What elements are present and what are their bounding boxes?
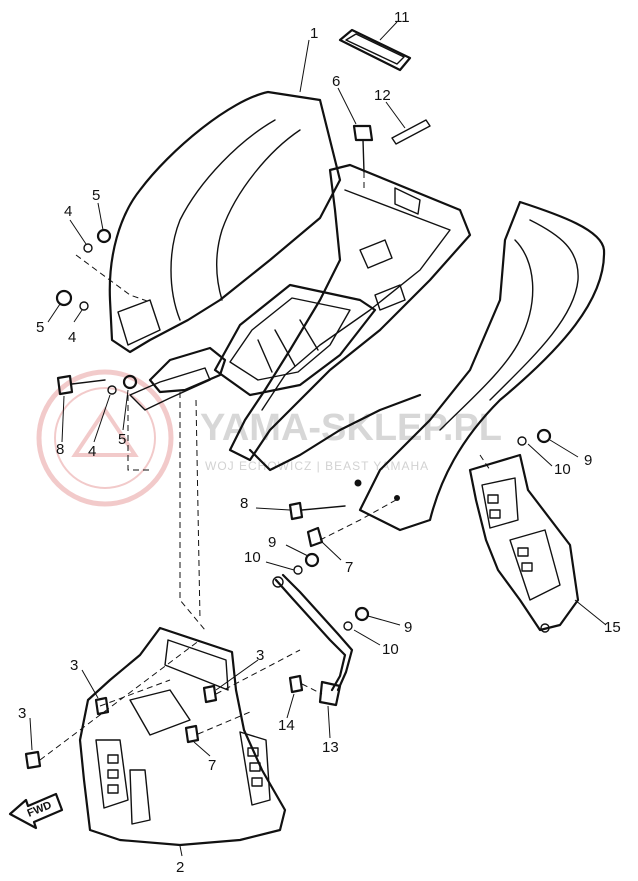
washer-10a <box>293 565 303 575</box>
bolt-7b <box>184 724 200 744</box>
nut-5c <box>122 374 138 390</box>
fwd-direction-arrow: FWD <box>8 792 64 830</box>
part-1-rear-fender <box>108 90 606 532</box>
bolt-3c <box>24 750 42 770</box>
callout-9a: 9 <box>584 452 592 469</box>
alignment-lines <box>39 172 491 761</box>
callout-4a: 4 <box>64 203 72 220</box>
callout-4b: 4 <box>68 329 76 346</box>
callout-10c: 10 <box>382 641 399 658</box>
callout-10a: 10 <box>554 461 571 478</box>
mount-hole <box>394 495 400 501</box>
washer-4a <box>83 243 93 253</box>
nut-5a <box>96 228 112 244</box>
callout-3c: 3 <box>18 705 26 722</box>
bolt-14 <box>288 674 304 694</box>
watermark-seal <box>36 369 174 507</box>
watermark-brand: YAMA-SKLEP.PL <box>200 407 502 449</box>
callout-7b: 7 <box>208 757 216 774</box>
washer-10b <box>343 621 353 631</box>
callout-15: 15 <box>604 619 621 636</box>
nut-9b <box>354 606 370 622</box>
bolt-3b <box>202 684 218 704</box>
nut-9c <box>536 428 552 444</box>
washer-10c <box>517 436 527 446</box>
bolt-3a <box>94 696 110 716</box>
bolt-8b <box>288 501 304 521</box>
bolt-7a <box>306 526 324 548</box>
fwd-label: FWD <box>26 799 54 820</box>
hardware <box>24 228 552 770</box>
bolt-8a <box>56 374 74 396</box>
washer-4b <box>79 301 89 311</box>
callout-13: 13 <box>322 739 339 756</box>
callout-9b: 9 <box>268 534 276 551</box>
watermark-subline: WOJ ECHOWICZ | BEAST YAMAHA <box>205 459 429 473</box>
callout-3a: 3 <box>70 657 78 674</box>
callout-6: 6 <box>332 73 340 90</box>
callout-4c: 4 <box>88 443 96 460</box>
callout-5b: 5 <box>36 319 44 336</box>
nut-5b <box>55 289 73 307</box>
callout-2: 2 <box>176 859 184 876</box>
leader-lines <box>29 21 607 857</box>
part-11-strap <box>338 28 412 72</box>
callout-10b: 10 <box>244 549 261 566</box>
part-13-stay <box>272 573 354 707</box>
part-2-mudflap <box>78 626 287 847</box>
callout-5a: 5 <box>92 187 100 204</box>
callout-11: 11 <box>394 9 410 26</box>
callout-8a: 8 <box>240 495 248 512</box>
washer-4c <box>107 385 117 395</box>
callout-5c: 5 <box>118 431 126 448</box>
mount-hole <box>354 479 362 487</box>
callout-3b: 3 <box>256 647 264 664</box>
callout-8b: 8 <box>56 441 64 458</box>
nut-9a <box>304 552 320 568</box>
part-12-pad <box>391 119 431 145</box>
callout-7a: 7 <box>345 559 353 576</box>
part-6-bolt <box>352 124 374 173</box>
callout-9c: 9 <box>404 619 412 636</box>
callout-labels: 1 2 3 3 3 4 4 4 5 5 5 6 7 7 8 8 9 9 9 10… <box>18 9 621 876</box>
callout-14: 14 <box>278 717 295 734</box>
part-15-side-guard <box>468 453 580 633</box>
callout-1: 1 <box>310 25 318 42</box>
callout-12: 12 <box>374 87 391 104</box>
